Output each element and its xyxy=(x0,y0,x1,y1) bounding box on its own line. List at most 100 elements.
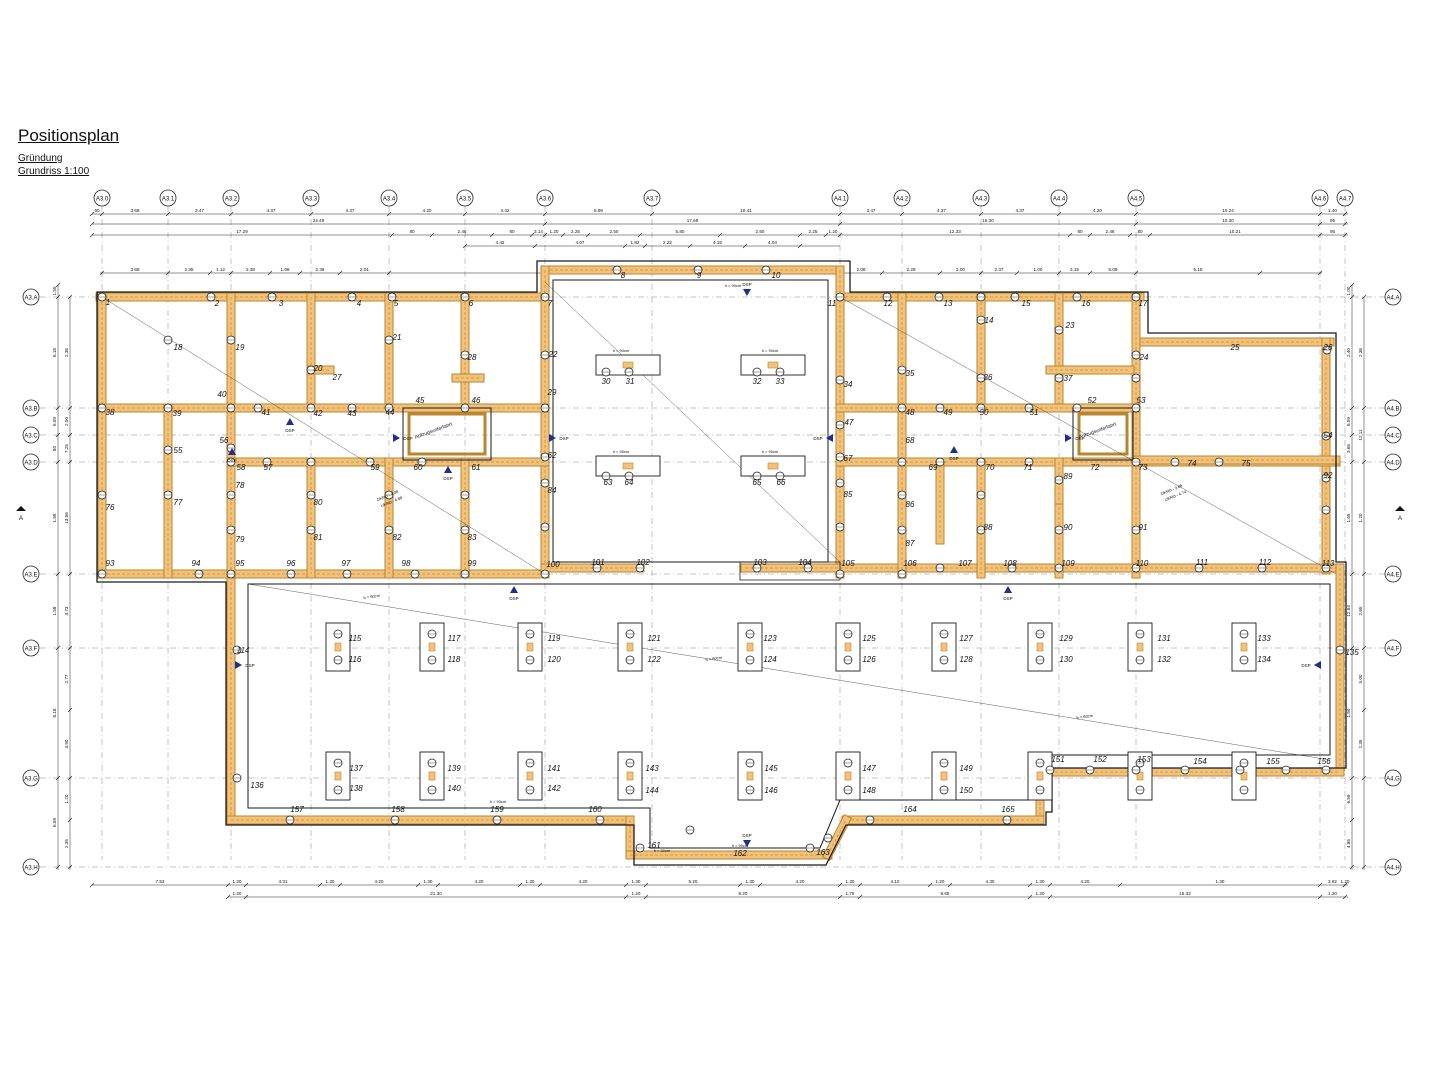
position-label: 4 xyxy=(357,299,362,308)
position-label: 149 xyxy=(959,764,973,773)
dim-top-1-text: 4.37 xyxy=(1016,208,1025,213)
position-label: 115 xyxy=(349,634,362,643)
dim-top-5-text: 2.35 xyxy=(185,267,194,272)
dim-bottom-1-text: 4.20 xyxy=(375,879,384,884)
section-marker-arrow xyxy=(16,506,26,511)
position-label: 109 xyxy=(1061,559,1075,568)
axis-bubble-top xyxy=(159,189,177,207)
pad-core xyxy=(767,361,779,369)
position-label: 16 xyxy=(1082,299,1091,308)
dim-top-5-text: 1.00 xyxy=(1034,267,1043,272)
dim-left-1-text: 6.18 xyxy=(52,708,57,717)
dsp-label: DSP xyxy=(285,428,294,433)
position-label: 48 xyxy=(906,408,915,417)
dim-right-1-text: 4.85 xyxy=(1346,839,1351,848)
dim-bottom-1-text: 1.30 xyxy=(846,879,855,884)
position-label: 132 xyxy=(1157,655,1171,664)
pad-core xyxy=(1240,642,1248,652)
dim-left-2-text: 4.73 xyxy=(64,606,69,615)
dim-top-1-tick xyxy=(386,211,392,217)
pad-core xyxy=(428,771,436,781)
dim-top-1-text: 60 xyxy=(94,208,100,213)
dim-bottom-1-text: 4.31 xyxy=(279,879,288,884)
position-label: 124 xyxy=(763,655,777,664)
position-label: 129 xyxy=(1059,634,1073,643)
position-label: 27 xyxy=(332,373,342,382)
dim-right-1-text: 6.59 xyxy=(1346,794,1351,803)
position-label: 39 xyxy=(173,409,182,418)
position-label: 34 xyxy=(844,380,853,389)
position-label: 136 xyxy=(250,781,264,790)
dim-top-3-tick xyxy=(837,232,843,238)
position-label: 107 xyxy=(958,559,972,568)
dim-top-1-text: 3.47 xyxy=(195,208,204,213)
dim-top-2-tick xyxy=(837,221,843,227)
position-label: 40 xyxy=(218,390,227,399)
dim-bottom-1-tick xyxy=(89,882,95,888)
dim-top-1-text: 4.20 xyxy=(1093,208,1102,213)
dim-left-1-tick xyxy=(55,775,61,781)
dim-left-1-tick xyxy=(55,864,61,870)
position-label: 8 xyxy=(621,271,626,280)
position-label: 131 xyxy=(1157,634,1170,643)
position-label: 14 xyxy=(985,316,994,325)
position-label: 156 xyxy=(1317,757,1331,766)
dim-bottom-1-tick xyxy=(1117,882,1123,888)
dim-left-2-tick xyxy=(67,294,73,300)
dim-right-1-tick xyxy=(1349,459,1355,465)
position-label: 91 xyxy=(1139,523,1148,532)
slab-diagonal xyxy=(101,296,546,575)
dim-bottom-1-text: 1.20 xyxy=(1341,879,1350,884)
position-label: 72 xyxy=(1091,463,1100,472)
position-label: 95 xyxy=(236,559,245,568)
dim-top-3-text: 80 xyxy=(509,229,515,234)
dim-left-2-text: 7.25 xyxy=(64,444,69,453)
dsp-marker-icon xyxy=(510,586,518,593)
dim-top-5-text: 2.00 xyxy=(956,267,965,272)
dim-top-3-text: 80 xyxy=(1137,229,1143,234)
dim-top-3-text: 3.14 xyxy=(534,229,543,234)
axis-bubble-left xyxy=(22,288,40,306)
position-label: 23 xyxy=(1065,321,1075,330)
dim-left-2-tick xyxy=(67,459,73,465)
dim-top-3-text: 95 xyxy=(1330,229,1336,234)
dim-bottom-2-tick xyxy=(837,894,843,900)
dim-top-5-tick xyxy=(879,270,885,276)
axis-label-right: A4.E xyxy=(1386,573,1399,579)
position-label: 84 xyxy=(548,486,557,495)
position-label: 147 xyxy=(862,764,876,773)
axis-bubble-top xyxy=(380,189,398,207)
slab-diagonal xyxy=(839,296,1337,575)
axis-bubble-left xyxy=(22,639,40,657)
pad-core xyxy=(940,642,948,652)
dim-left-1-text: 1.58 xyxy=(52,606,57,615)
axis-label-right: A4.D xyxy=(1386,461,1400,467)
dim-top-3-text: 2.46 xyxy=(458,229,467,234)
dim-top-5-text: 2.29 xyxy=(907,267,916,272)
dim-right-1-text: 6.59 xyxy=(1346,417,1351,426)
position-label: 146 xyxy=(764,786,778,795)
position-label: 81 xyxy=(314,533,323,542)
dim-top-5-tick xyxy=(978,270,984,276)
position-label: 106 xyxy=(903,559,917,568)
position-label: 7 xyxy=(548,299,553,308)
axis-bubble-left xyxy=(22,565,40,583)
position-label: 10 xyxy=(772,271,781,280)
position-label: 127 xyxy=(959,634,973,643)
section-marker-label: A xyxy=(1398,516,1402,522)
position-label: 73 xyxy=(1139,463,1148,472)
dim-bottom-2-tick xyxy=(643,894,649,900)
dim-left-2-tick xyxy=(67,405,73,411)
position-label: 31 xyxy=(626,377,635,386)
dim-top-3-tick xyxy=(542,232,548,238)
title-block: Positionsplan Gründung Grundriss 1:100 xyxy=(18,126,119,178)
axis-label-top: A3.3 xyxy=(305,197,318,203)
pad-core xyxy=(1036,642,1044,652)
dim-right-1-tick xyxy=(1349,405,1355,411)
position-label: 1 xyxy=(106,298,110,307)
dsp-marker-icon xyxy=(1065,434,1072,442)
axis-label-top: A3.6 xyxy=(539,197,552,203)
slab-inner-edge xyxy=(247,583,1331,849)
position-label: 46 xyxy=(472,396,481,405)
